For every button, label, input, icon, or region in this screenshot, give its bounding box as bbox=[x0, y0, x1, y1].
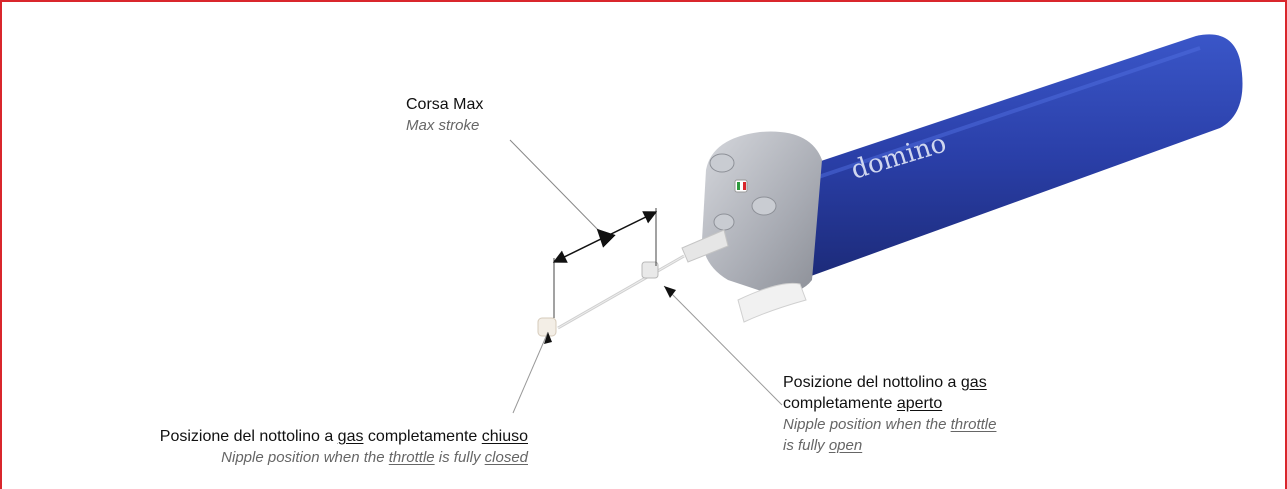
closed-en-line: Nipple position when the throttle is ful… bbox=[150, 447, 528, 468]
throttle-housing bbox=[702, 131, 822, 295]
open-it-prefix: Posizione del nottolino a bbox=[783, 374, 961, 391]
open-en-state: open bbox=[828, 437, 863, 454]
max-stroke-it: Corsa Max bbox=[406, 96, 484, 113]
open-en-throttle: throttle bbox=[950, 416, 997, 433]
max-stroke-label: Corsa Max Max stroke bbox=[406, 94, 483, 136]
leader-lines bbox=[509, 139, 783, 414]
cable-guide bbox=[737, 282, 807, 323]
open-en-line2-prefix: is fully bbox=[783, 437, 829, 454]
grip: domino bbox=[770, 34, 1243, 281]
open-en-line1: Nipple position when the throttle bbox=[783, 414, 996, 435]
closed-position-label: Posizione del nottolino a gas completame… bbox=[150, 426, 528, 468]
closed-it-gas: gas bbox=[337, 428, 364, 445]
closed-it-mid: completamente bbox=[363, 428, 482, 445]
throttle-cable bbox=[557, 229, 729, 330]
closed-it-state: chiuso bbox=[481, 428, 528, 445]
open-en-line2: is fully open bbox=[783, 435, 996, 456]
open-it-line2: completamente aperto bbox=[783, 393, 996, 414]
closed-en-prefix: Nipple position when the bbox=[221, 449, 389, 466]
closed-en-state: closed bbox=[484, 449, 528, 466]
closed-it-prefix: Posizione del nottolino a bbox=[159, 428, 338, 445]
open-it-state: aperto bbox=[896, 395, 943, 412]
open-it-line1: Posizione del nottolino a gas bbox=[783, 372, 996, 393]
max-stroke-en: Max stroke bbox=[406, 117, 480, 134]
open-it-gas: gas bbox=[960, 374, 987, 391]
open-position-label: Posizione del nottolino a gas completame… bbox=[783, 372, 996, 456]
open-en-prefix: Nipple position when the bbox=[783, 416, 951, 433]
closed-en-throttle: throttle bbox=[388, 449, 435, 466]
closed-en-mid: is fully bbox=[434, 449, 485, 466]
closed-it-line: Posizione del nottolino a gas completame… bbox=[150, 426, 528, 447]
open-it-line2-prefix: completamente bbox=[783, 395, 897, 412]
